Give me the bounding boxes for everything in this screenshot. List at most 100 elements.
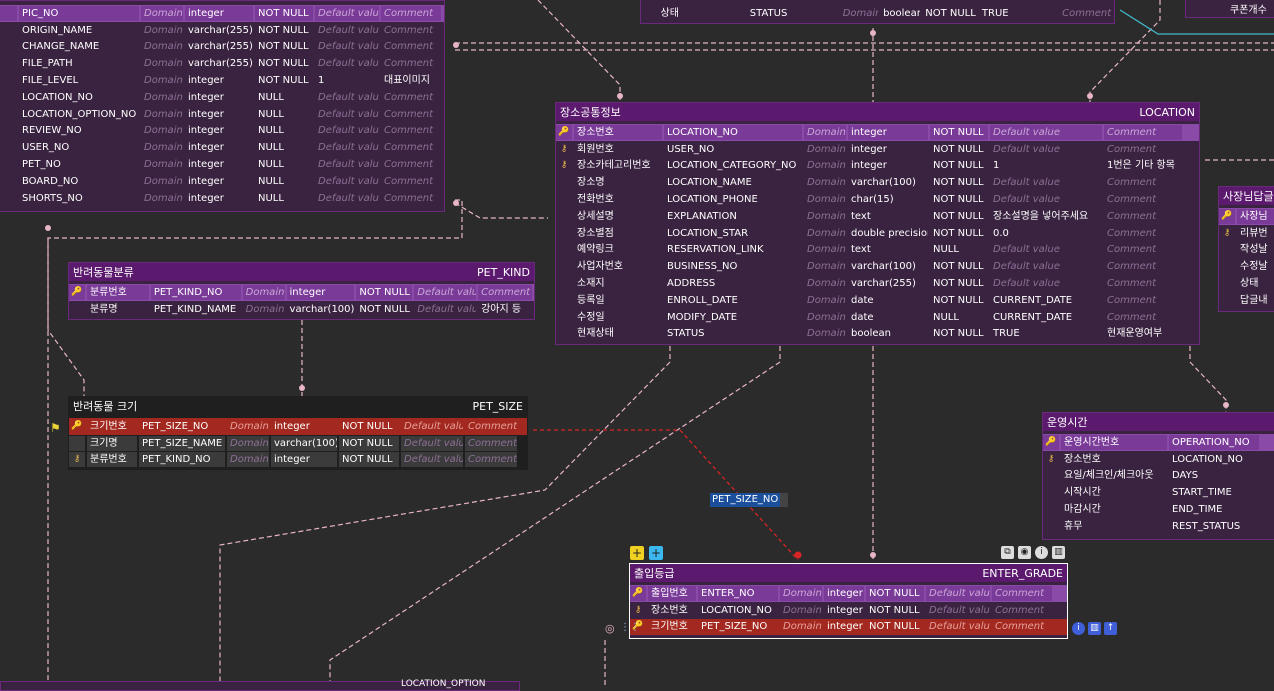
cell-log[interactable]: 사업자번호 bbox=[577, 261, 623, 273]
cell-dom[interactable]: Domain bbox=[807, 143, 846, 155]
cell-log[interactable]: 작성날 bbox=[1240, 244, 1268, 256]
cell-log[interactable]: 사장님 bbox=[1237, 208, 1274, 224]
cell-phys[interactable]: LOCATION_NO bbox=[22, 91, 93, 103]
cell-dom[interactable]: Domain bbox=[807, 311, 846, 323]
cell-phys[interactable]: FILE_PATH bbox=[22, 58, 73, 70]
cell-type[interactable]: integer bbox=[286, 284, 355, 300]
cell-phys[interactable]: LOCATION_CATEGORY_NO bbox=[667, 160, 797, 172]
cell-phys[interactable]: LOCATION_NAME bbox=[667, 177, 752, 189]
cell-type[interactable]: varchar(100) bbox=[851, 177, 916, 189]
cell-dom[interactable]: Domain bbox=[227, 435, 269, 451]
cell-phys[interactable]: LOCATION_OPTION_NO bbox=[22, 108, 137, 120]
cell-log[interactable] bbox=[0, 5, 17, 21]
cell-log[interactable]: 장소카테고리번호 bbox=[577, 160, 651, 172]
cell-cm[interactable]: Comment bbox=[992, 619, 1052, 635]
cell-dv[interactable]: Default value bbox=[414, 284, 477, 300]
cell-log[interactable]: 마감시간 bbox=[1064, 504, 1101, 516]
cell-cm[interactable]: Comment bbox=[465, 435, 517, 451]
cell-nn[interactable]: NOT NULL bbox=[930, 124, 988, 140]
cell-dv[interactable]: Default value bbox=[318, 41, 379, 53]
cell-dv[interactable]: TRUE bbox=[981, 7, 1009, 19]
cell-nn[interactable]: NULL bbox=[258, 192, 284, 204]
cell-log[interactable] bbox=[0, 39, 17, 54]
cell-phys[interactable]: PET_SIZE_NAME bbox=[139, 435, 225, 451]
add-index-button[interactable]: + bbox=[649, 546, 663, 560]
cell-dom[interactable]: Domain bbox=[807, 244, 846, 256]
cell-nn[interactable]: NULL bbox=[933, 311, 959, 323]
cell-cm[interactable]: Comment bbox=[1107, 194, 1156, 206]
cell-cm[interactable]: Comment bbox=[384, 142, 433, 154]
cell-log[interactable]: 장소번호 bbox=[574, 124, 662, 140]
cell-log[interactable]: 수정날 bbox=[1240, 261, 1268, 273]
cell-cm[interactable]: Comment bbox=[478, 284, 532, 300]
cell-nn[interactable]: NOT NULL bbox=[339, 418, 399, 434]
cell-log[interactable]: 호 bbox=[0, 107, 17, 122]
cell-dom[interactable]: Domain bbox=[141, 5, 183, 21]
cell-log[interactable] bbox=[0, 191, 17, 206]
table-row[interactable]: 작성날 bbox=[1219, 242, 1274, 259]
cell-nn[interactable]: NOT NULL bbox=[258, 24, 309, 36]
cell-type[interactable]: integer bbox=[851, 160, 887, 172]
cell-type[interactable]: integer bbox=[188, 192, 224, 204]
cell-cm[interactable]: 1번은 기타 항목 bbox=[1107, 160, 1175, 172]
cell-log[interactable]: 장소명 bbox=[577, 177, 605, 189]
cell-nn[interactable]: NOT NULL bbox=[933, 328, 984, 340]
cell-phys[interactable]: END_TIME bbox=[1172, 504, 1223, 516]
copy-icon[interactable]: ⧉ bbox=[1001, 546, 1014, 559]
cell-dv[interactable]: 장소설명을 넣어주세요 bbox=[993, 210, 1089, 222]
cell-nn[interactable]: NOT NULL bbox=[933, 177, 984, 189]
cell-nn[interactable]: NOT NULL bbox=[933, 294, 984, 306]
cell-type[interactable]: varchar(255) bbox=[188, 24, 253, 36]
cell-log[interactable]: 호 bbox=[0, 157, 17, 172]
cell-log[interactable] bbox=[0, 140, 17, 155]
cell-type[interactable]: boolean bbox=[851, 328, 891, 340]
cell-phys[interactable]: ENROLL_DATE bbox=[667, 294, 738, 306]
cell-cm[interactable]: Comment bbox=[1107, 143, 1156, 155]
cell-dv[interactable]: Default value bbox=[993, 244, 1061, 256]
cell-cm[interactable]: 현재운영여부 bbox=[1107, 328, 1163, 340]
cell-cm[interactable]: Comment bbox=[465, 418, 517, 434]
cell-cm[interactable]: Comment bbox=[1107, 210, 1156, 222]
cell-phys[interactable]: REVIEW_NO bbox=[22, 125, 82, 137]
table-row[interactable]: ⚷리뷰번 bbox=[1219, 225, 1274, 242]
cell-dv[interactable]: Default value bbox=[401, 452, 463, 468]
cell-log[interactable]: 호 bbox=[0, 90, 17, 105]
cell-dom[interactable]: Domain bbox=[144, 192, 183, 204]
cell-cm[interactable]: 대표이미지 bbox=[384, 75, 430, 87]
cell-log[interactable] bbox=[0, 123, 17, 138]
cell-log[interactable]: 장소번호 bbox=[651, 604, 688, 616]
cell-nn[interactable]: NOT NULL bbox=[933, 210, 984, 222]
cell-log[interactable]: 크기번호 bbox=[87, 418, 137, 434]
cell-log[interactable]: 장소번호 bbox=[1064, 453, 1101, 465]
cell-cm[interactable]: Comment bbox=[1107, 311, 1156, 323]
cell-dv[interactable]: Default value bbox=[318, 175, 379, 187]
trash-icon[interactable]: ▥ bbox=[1052, 546, 1065, 559]
cell-dv[interactable]: Default value bbox=[401, 418, 463, 434]
cell-type[interactable]: boolean bbox=[883, 7, 921, 19]
cell-dom[interactable]: Domain bbox=[144, 58, 183, 70]
cell-cm[interactable]: Comment bbox=[1107, 177, 1156, 189]
cell-nn[interactable]: NULL bbox=[258, 175, 284, 187]
cell-dv[interactable]: Default value bbox=[926, 619, 990, 635]
